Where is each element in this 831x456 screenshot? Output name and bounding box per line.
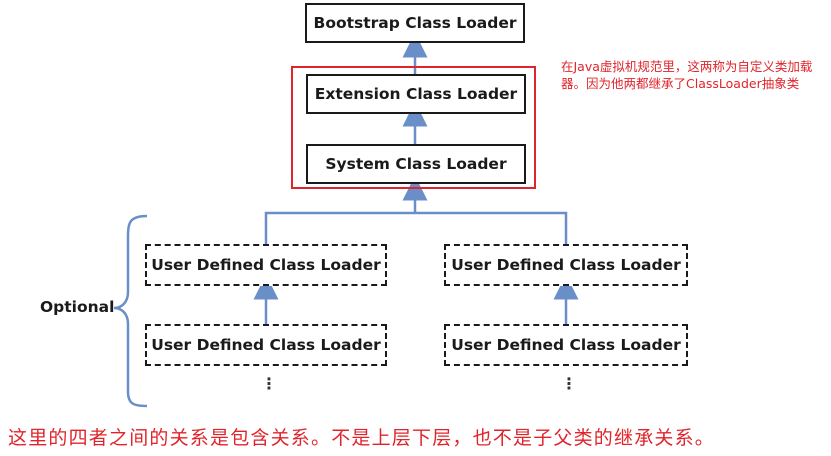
optional-label: Optional [40,298,115,316]
relationship-caption: 这里的四者之间的关系是包含关系。不是上层下层，也不是子父类的继承关系。 [8,427,716,449]
user-defined-loader-left-top: User Defined Class Loader [145,244,387,286]
bootstrap-class-loader-box: Bootstrap Class Loader [305,3,525,43]
ellipsis-left: ⋮ [261,374,277,393]
system-class-loader-box: System Class Loader [306,144,526,184]
user-defined-loader-right-top: User Defined Class Loader [444,244,688,286]
user-defined-loader-left-bottom: User Defined Class Loader [145,324,387,366]
custom-loader-highlight-frame [291,66,536,189]
connector-users-to-system [264,211,568,244]
optional-brace [113,214,148,408]
ellipsis-right: ⋮ [561,374,577,393]
user-defined-loader-right-bottom: User Defined Class Loader [444,324,688,366]
custom-loader-note: 在Java虚拟机规范里，这两称为自定义类加载器。因为他两都继承了ClassLoa… [561,59,813,91]
extension-class-loader-box: Extension Class Loader [306,74,526,114]
